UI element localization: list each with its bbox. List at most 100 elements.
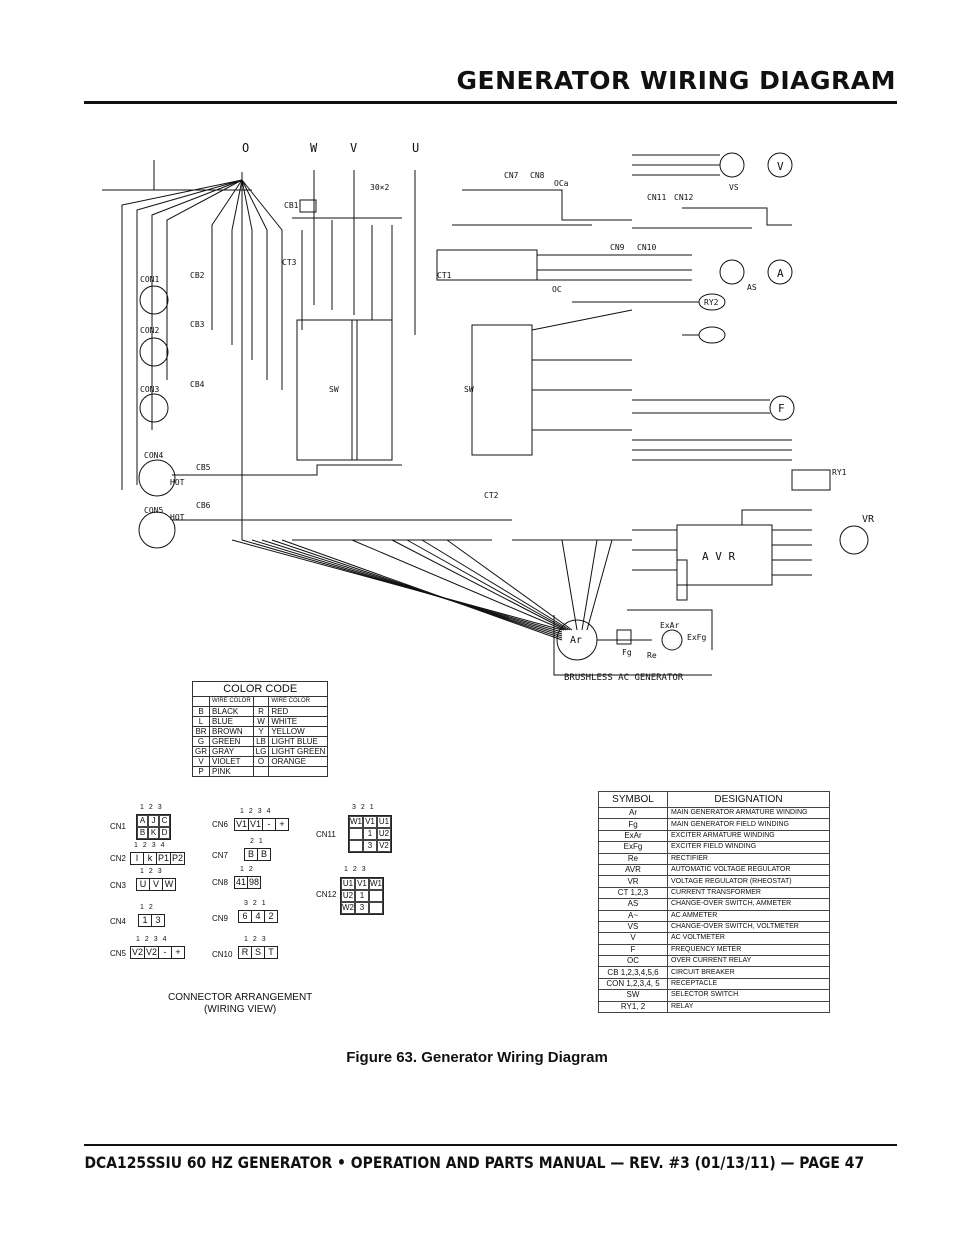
cn11-connector-label: CN11 [316, 830, 336, 839]
color-code-title: COLOR CODE [191, 681, 329, 697]
wiring-diagram: O W V U 30×2 CON1 CON2 CON3 CON4 CON5 CB… [102, 141, 875, 683]
cn8-pin-numbers: 12 [240, 866, 258, 873]
diagram-wires [102, 152, 869, 676]
cn9-connector-label: CN9 [212, 914, 229, 923]
cn10-label: CN10 [637, 243, 656, 252]
exar-label: ExAr [660, 621, 679, 630]
bus-label-u: U [412, 141, 419, 155]
cn2-pin-numbers: 1234 [134, 842, 170, 849]
connector-arrangement-caption: CONNECTOR ARRANGEMENT (WIRING VIEW) [168, 992, 313, 1015]
avr-label: A V R [702, 550, 735, 563]
cb4-label: CB4 [190, 380, 205, 389]
symbol-column-header: SYMBOL [598, 791, 668, 808]
v-meter-label: V [777, 160, 784, 173]
bus-label-v: V [350, 141, 357, 155]
page-title: GENERATOR WIRING DIAGRAM [456, 66, 896, 95]
cb6-label: CB6 [196, 501, 211, 510]
cn6-connector-label: CN6 [212, 820, 229, 829]
cn3-pin-numbers: 123 [140, 868, 167, 875]
re-label: Re [647, 651, 657, 660]
oca-label: OCa [554, 179, 569, 188]
cn11-label: CN11 [647, 193, 666, 202]
con3-label: CON3 [140, 385, 159, 394]
con1-label: CON1 [140, 275, 159, 284]
cb2-label: CB2 [190, 271, 205, 280]
page-footer: DCA125SSIU 60 HZ GENERATOR • OPERATION A… [84, 1153, 864, 1172]
cn1-pin-numbers: 123 [140, 804, 167, 811]
cn6-pin-numbers: 1234 [240, 808, 276, 815]
bus-label-o: O [242, 141, 249, 155]
sw-left-label: SW [329, 385, 339, 394]
ry2-label: RY2 [704, 298, 719, 307]
con4-label: CON4 [144, 451, 163, 460]
fg-label: Fg [622, 648, 632, 657]
cb1-label: CB1 [284, 201, 299, 210]
cn12-pin-numbers: 123 [344, 866, 371, 873]
f-meter-label: F [778, 402, 785, 415]
color-code-header: WIRE COLOR [209, 696, 254, 707]
cn2-connector-label: CN2 [110, 854, 127, 863]
cn7-connector-label: CN7 [212, 851, 229, 860]
cn10-pin-numbers: 123 [244, 936, 271, 943]
cb5-label: CB5 [196, 463, 211, 472]
cn11-pin-numbers: 321 [352, 804, 379, 811]
cn8-connector-label: CN8 [212, 878, 229, 887]
symbol-row: A~AC AMMETER [598, 909, 830, 922]
exfg-label: ExFg [687, 633, 706, 642]
cn12-label: CN12 [674, 193, 693, 202]
cn4-pin-numbers: 12 [140, 904, 158, 911]
cn7-label: CN7 [504, 171, 519, 180]
cn5-connector-label: CN5 [110, 949, 127, 958]
con2-label: CON2 [140, 326, 159, 335]
ct1-label: CT1 [437, 271, 452, 280]
dim-label: 30×2 [370, 183, 389, 192]
con5-label: CON5 [144, 506, 163, 515]
cn5-pin-numbers: 1234 [136, 936, 172, 943]
cn9-pin-numbers: 321 [244, 900, 271, 907]
designation-column-header: DESIGNATION [667, 791, 830, 808]
sw-right-label: SW [464, 385, 474, 394]
ar-label: Ar [570, 635, 582, 646]
cb3-label: CB3 [190, 320, 205, 329]
vs-label: VS [729, 183, 739, 192]
footer-rule [84, 1144, 897, 1146]
vr-label: VR [862, 514, 875, 525]
cn8-label: CN8 [530, 171, 545, 180]
cn7-pin-numbers: 21 [250, 838, 268, 845]
a-meter-label: A [777, 267, 784, 280]
bus-label-w: W [310, 141, 318, 155]
ct2-label: CT2 [484, 491, 499, 500]
cn1-connector-label: CN1 [110, 822, 127, 831]
color-code-header: WIRE COLOR [268, 696, 329, 707]
